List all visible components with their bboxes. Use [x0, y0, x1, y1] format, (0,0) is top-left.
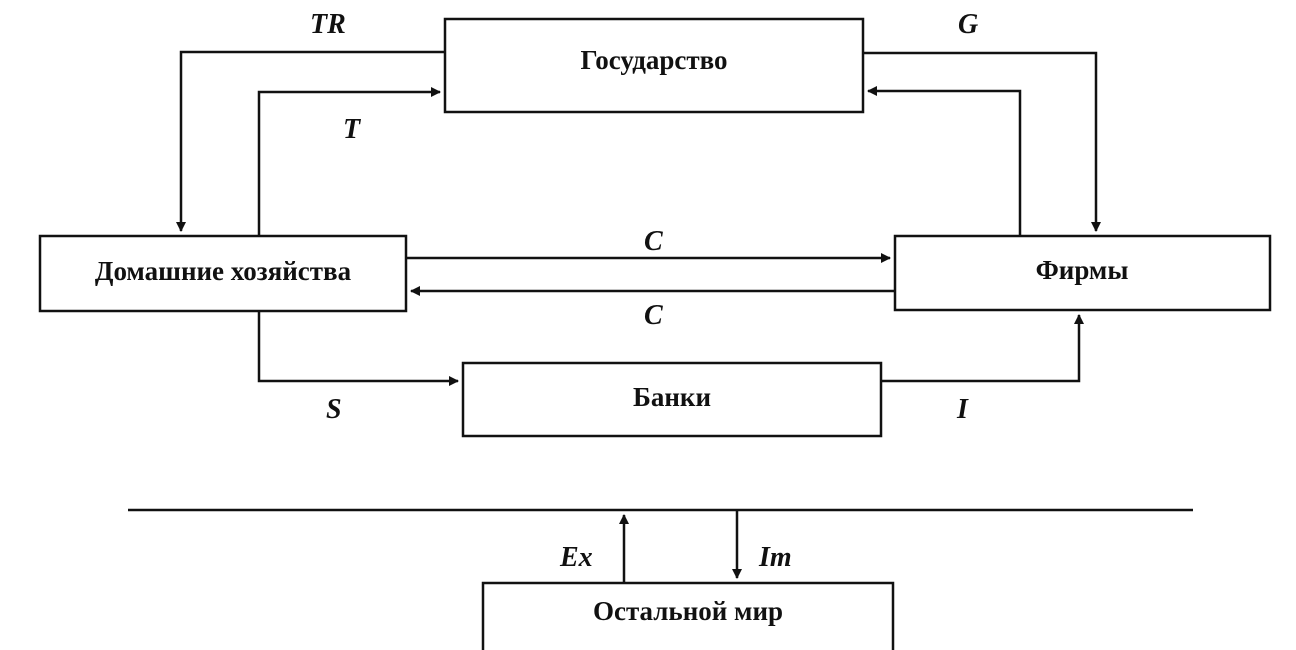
transfers-arrow — [176, 50, 445, 232]
imports-label: Im — [758, 542, 792, 573]
government-purchases-label: G — [958, 9, 978, 40]
households-label: Домашние хозяйства — [95, 256, 352, 286]
rest-of-world-label: Остальной мир — [593, 596, 783, 626]
firms-label: Фирмы — [1036, 255, 1129, 285]
taxes-arrow — [257, 87, 441, 236]
rest-of-world-node: Остальной мир — [481, 581, 895, 650]
taxes-label: T — [343, 114, 362, 145]
exports-label: Ex — [559, 542, 593, 573]
investment-label: I — [956, 394, 969, 425]
consumption-top-label: C — [644, 226, 663, 257]
firms-to-government-arrow — [867, 86, 1022, 236]
households-node: Домашние хозяйства — [38, 234, 408, 313]
banks-node: Банки — [461, 361, 883, 438]
savings-label: S — [326, 394, 342, 425]
firms-node: Фирмы — [893, 234, 1272, 312]
banks-label: Банки — [633, 382, 711, 412]
transfers-label: TR — [310, 9, 346, 40]
consumption-bottom-label: C — [644, 300, 663, 331]
government-node: Государство — [443, 17, 865, 114]
investment-arrow — [881, 314, 1084, 383]
savings-arrow — [257, 311, 459, 386]
government-purchases-arrow — [863, 51, 1101, 232]
government-label: Государство — [580, 45, 727, 75]
